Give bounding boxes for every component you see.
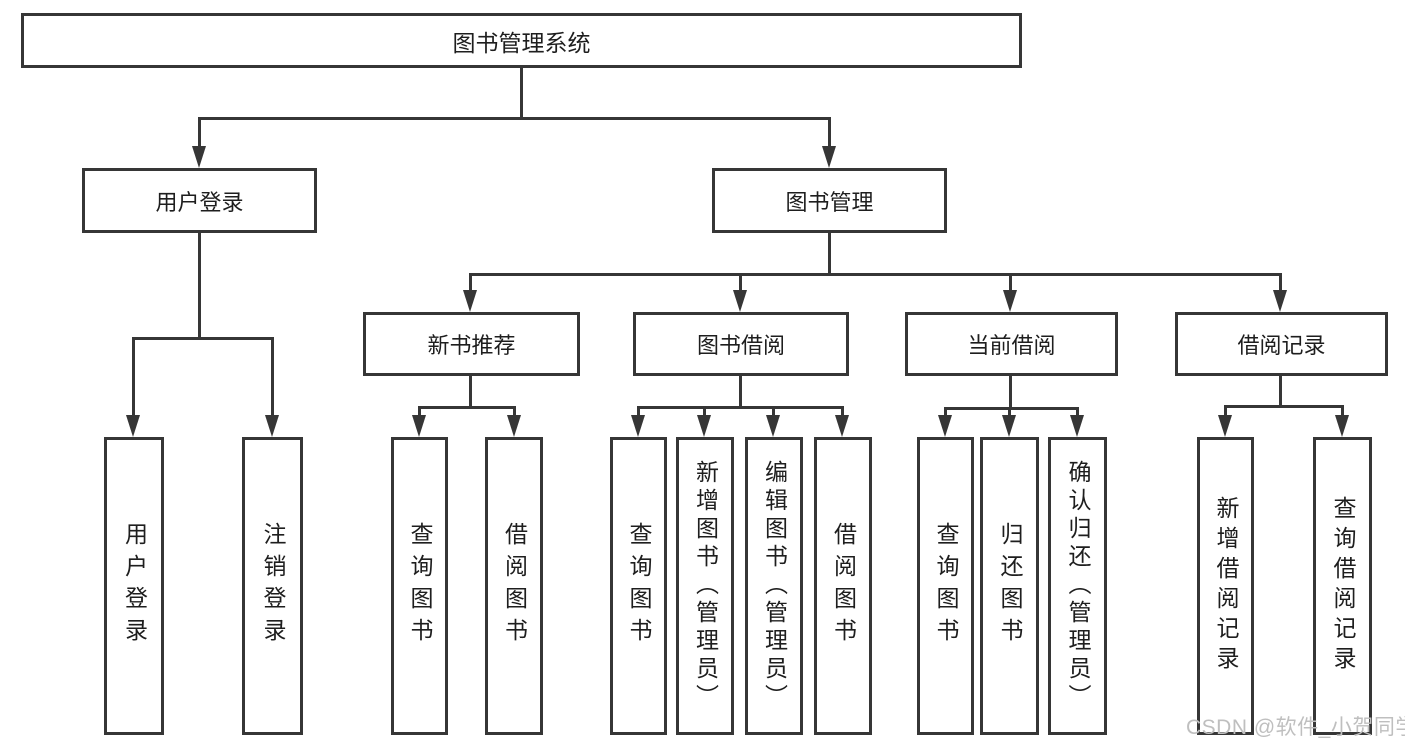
leaf-borrow-books-1: 借阅图书 — [485, 437, 543, 735]
node-root: 图书管理系统 — [21, 13, 1022, 68]
arrow-down-icon — [697, 415, 711, 437]
connector-borrow-record-stem — [1279, 376, 1282, 405]
leaf-borrow-books-2-label: 借阅图书 — [830, 522, 857, 650]
leaf-borrow-books-1-label: 借阅图书 — [501, 522, 528, 650]
leaf-return-books: 归还图书 — [980, 437, 1039, 735]
connector-to-leaf-edit-books — [772, 406, 775, 417]
connector-new-book-rec-branch — [418, 406, 516, 409]
connector-book-borrow-branch — [637, 406, 844, 409]
connector-to-new-book-rec — [469, 273, 472, 292]
leaf-query-books-2: 查询图书 — [610, 437, 667, 735]
node-user-login-label: 用户登录 — [155, 189, 244, 215]
arrow-down-icon — [463, 290, 477, 312]
connector-to-leaf-add-books — [703, 406, 706, 417]
connector-user-login-branch — [132, 337, 274, 340]
leaf-confirm-return-admin: 确认归还（管理员） — [1048, 437, 1107, 735]
leaf-query-books-3-label: 查询图书 — [933, 522, 959, 650]
connector-to-leaf-add-record — [1224, 405, 1227, 417]
connector-to-book-borrow — [739, 273, 742, 292]
leaf-query-books-1: 查询图书 — [391, 437, 448, 735]
node-book-mgmt: 图书管理 — [712, 168, 947, 233]
arrow-down-icon — [412, 415, 426, 437]
leaf-add-books-admin: 新增图书（管理员） — [676, 437, 734, 735]
arrow-down-icon — [1335, 415, 1349, 437]
leaf-borrow-books-2: 借阅图书 — [814, 437, 872, 735]
connector-to-book-mgmt — [828, 117, 831, 150]
arrow-down-icon — [1218, 415, 1232, 437]
connector-to-leaf-borrow-1 — [513, 406, 516, 417]
connector-to-leaf-query-1 — [418, 406, 421, 417]
arrow-down-icon — [1070, 415, 1084, 437]
leaf-logout: 注销登录 — [242, 437, 303, 735]
arrow-down-icon — [126, 415, 140, 437]
arrow-down-icon — [1002, 415, 1016, 437]
leaf-query-books-1-label: 查询图书 — [407, 522, 433, 650]
node-book-borrow-label: 图书借阅 — [696, 333, 785, 358]
node-borrow-record-label: 借阅记录 — [1237, 333, 1326, 358]
connector-to-leaf-return — [1008, 407, 1011, 417]
leaf-edit-books-admin-label: 编辑图书（管理员） — [761, 460, 788, 712]
arrow-down-icon — [631, 415, 645, 437]
connector-user-login-stem — [198, 232, 201, 337]
leaf-query-books-3: 查询图书 — [917, 437, 974, 735]
connector-book-mgmt-stem — [828, 232, 831, 273]
node-new-book-rec-label: 新书推荐 — [427, 333, 516, 358]
connector-root-branch — [198, 117, 831, 120]
arrow-down-icon — [265, 415, 279, 437]
leaf-user-login: 用户登录 — [104, 437, 164, 735]
node-current-borrow-label: 当前借阅 — [967, 333, 1056, 358]
arrow-down-icon — [1273, 290, 1287, 312]
connector-to-leaf-user-login — [132, 337, 135, 417]
connector-to-leaf-borrow-2 — [841, 406, 844, 417]
csdn-watermark: CSDN @软件_小贺同学 — [1186, 716, 1405, 739]
connector-current-borrow-branch — [944, 407, 1079, 410]
arrow-down-icon — [822, 146, 836, 168]
leaf-query-borrow-record-label: 查询借阅记录 — [1330, 496, 1356, 676]
leaf-return-books-label: 归还图书 — [997, 522, 1023, 650]
connector-book-borrow-stem — [739, 376, 742, 406]
connector-book-mgmt-branch — [469, 273, 1282, 276]
node-new-book-rec: 新书推荐 — [363, 312, 580, 376]
leaf-query-books-2-label: 查询图书 — [626, 522, 652, 650]
connector-borrow-record-branch — [1224, 405, 1344, 408]
connector-to-leaf-confirm-return — [1076, 407, 1079, 417]
arrow-down-icon — [766, 415, 780, 437]
arrow-down-icon — [733, 290, 747, 312]
arrow-down-icon — [835, 415, 849, 437]
connector-to-leaf-query-2 — [637, 406, 640, 417]
arrow-down-icon — [507, 415, 521, 437]
connector-to-borrow-record — [1279, 273, 1282, 292]
leaf-add-books-admin-label: 新增图书（管理员） — [692, 460, 719, 712]
connector-to-leaf-query-record — [1341, 405, 1344, 417]
connector-to-user-login — [198, 117, 201, 150]
connector-new-book-rec-stem — [469, 376, 472, 406]
connector-root-stem — [520, 68, 523, 117]
leaf-user-login-label: 用户登录 — [121, 522, 148, 650]
connector-current-borrow-stem — [1009, 376, 1012, 407]
leaf-add-borrow-record-label: 新增借阅记录 — [1213, 496, 1239, 676]
leaf-confirm-return-admin-label: 确认归还（管理员） — [1065, 460, 1091, 712]
arrow-down-icon — [938, 415, 952, 437]
node-root-label: 图书管理系统 — [452, 29, 591, 56]
arrow-down-icon — [1003, 290, 1017, 312]
arrow-down-icon — [192, 146, 206, 168]
connector-to-leaf-query-3 — [944, 407, 947, 417]
connector-to-current-borrow — [1009, 273, 1012, 292]
leaf-edit-books-admin: 编辑图书（管理员） — [745, 437, 803, 735]
node-borrow-record: 借阅记录 — [1175, 312, 1388, 376]
node-current-borrow: 当前借阅 — [905, 312, 1118, 376]
leaf-logout-label: 注销登录 — [260, 522, 286, 650]
node-user-login: 用户登录 — [82, 168, 317, 233]
connector-to-leaf-logout — [271, 337, 274, 417]
node-book-mgmt-label: 图书管理 — [785, 189, 874, 215]
leaf-query-borrow-record: 查询借阅记录 — [1313, 437, 1372, 735]
node-book-borrow: 图书借阅 — [633, 312, 849, 376]
leaf-add-borrow-record: 新增借阅记录 — [1197, 437, 1254, 735]
